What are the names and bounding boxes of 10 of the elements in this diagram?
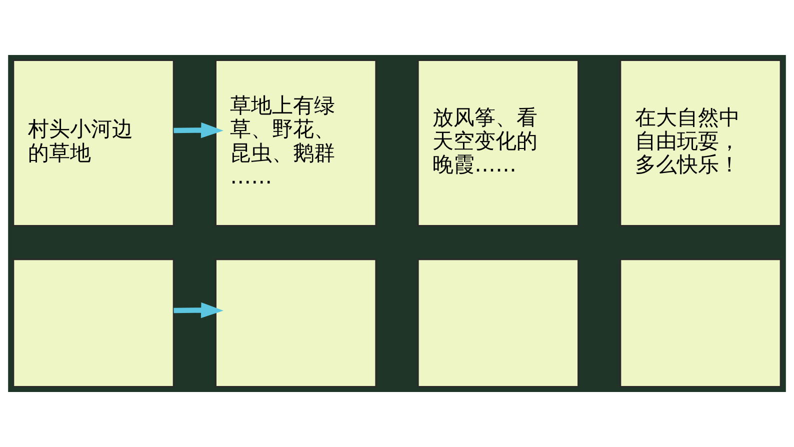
node-box: 草地上有绿草、野花、昆虫、鹅群…… bbox=[214, 59, 377, 227]
arrow bbox=[174, 122, 224, 138]
node-box bbox=[620, 258, 782, 388]
node-box: 村头小河边的草地 bbox=[12, 59, 174, 227]
node-box: 放风筝、看天空变化的晚霞…… bbox=[417, 59, 580, 227]
node-box bbox=[417, 258, 580, 388]
node-box: 在大自然中自由玩耍，多么快乐！ bbox=[620, 59, 782, 227]
node-box bbox=[214, 258, 377, 388]
arrow bbox=[174, 302, 224, 318]
node-box bbox=[12, 258, 174, 388]
